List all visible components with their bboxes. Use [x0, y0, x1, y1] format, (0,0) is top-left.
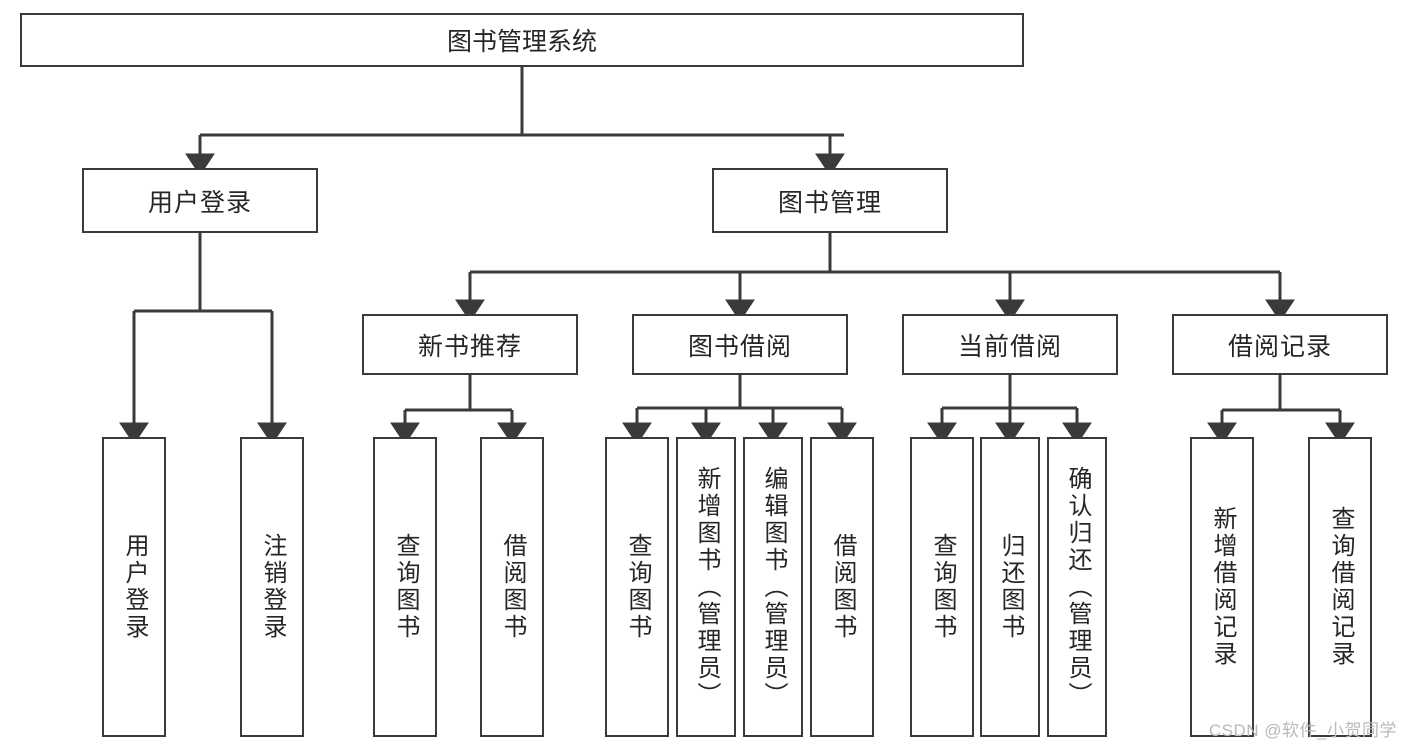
node-label: 借阅图书	[829, 533, 856, 641]
node-label: 新书推荐	[417, 332, 522, 361]
node-new-book-recommendation[interactable]: 新书推荐	[362, 314, 578, 375]
node-label: 用户登录	[121, 533, 148, 641]
node-current-borrowing[interactable]: 当前借阅	[902, 314, 1118, 375]
leaf-new-book-query-books[interactable]: 查询图书	[373, 437, 437, 737]
node-label: 借阅图书	[499, 533, 526, 641]
leaf-current-borrow-confirm-return-admin[interactable]: 确认归还（管理员）	[1047, 437, 1107, 737]
node-label: 查询图书	[392, 533, 419, 641]
node-label: 查询图书	[624, 533, 651, 641]
node-label: 新增图书（管理员）	[693, 465, 720, 709]
node-book-borrowing[interactable]: 图书借阅	[632, 314, 848, 375]
leaf-user-login-logout[interactable]: 注销登录	[240, 437, 304, 737]
leaf-borrow-record-query-record[interactable]: 查询借阅记录	[1308, 437, 1372, 737]
node-label: 新增借阅记录	[1209, 506, 1236, 668]
node-label: 注销登录	[259, 533, 286, 641]
node-label: 查询借阅记录	[1327, 506, 1354, 668]
node-label: 查询图书	[929, 533, 956, 641]
leaf-book-borrow-edit-book-admin[interactable]: 编辑图书（管理员）	[743, 437, 803, 737]
node-label: 编辑图书（管理员）	[760, 465, 787, 709]
leaf-new-book-borrow-books[interactable]: 借阅图书	[480, 437, 544, 737]
leaf-user-login-login[interactable]: 用户登录	[102, 437, 166, 737]
leaf-current-borrow-return-books[interactable]: 归还图书	[980, 437, 1040, 737]
node-borrowing-records[interactable]: 借阅记录	[1172, 314, 1388, 375]
leaf-book-borrow-add-book-admin[interactable]: 新增图书（管理员）	[676, 437, 736, 737]
leaf-book-borrow-query-books[interactable]: 查询图书	[605, 437, 669, 737]
node-label: 图书管理	[777, 188, 882, 217]
node-label: 图书借阅	[687, 332, 792, 361]
node-label: 确认归还（管理员）	[1064, 465, 1091, 709]
node-label: 归还图书	[997, 533, 1024, 641]
node-user-login[interactable]: 用户登录	[82, 168, 318, 233]
watermark-text: CSDN @软件_小贺同学	[1208, 721, 1397, 740]
leaf-borrow-record-add-record[interactable]: 新增借阅记录	[1190, 437, 1254, 737]
node-label: 用户登录	[147, 188, 252, 217]
leaf-book-borrow-borrow-books[interactable]: 借阅图书	[810, 437, 874, 737]
node-root-book-management-system[interactable]: 图书管理系统	[20, 13, 1024, 67]
node-label: 当前借阅	[957, 332, 1062, 361]
node-label: 借阅记录	[1227, 332, 1332, 361]
node-label: 图书管理系统	[446, 28, 597, 56]
node-book-management[interactable]: 图书管理	[712, 168, 948, 233]
leaf-current-borrow-query-books[interactable]: 查询图书	[910, 437, 974, 737]
